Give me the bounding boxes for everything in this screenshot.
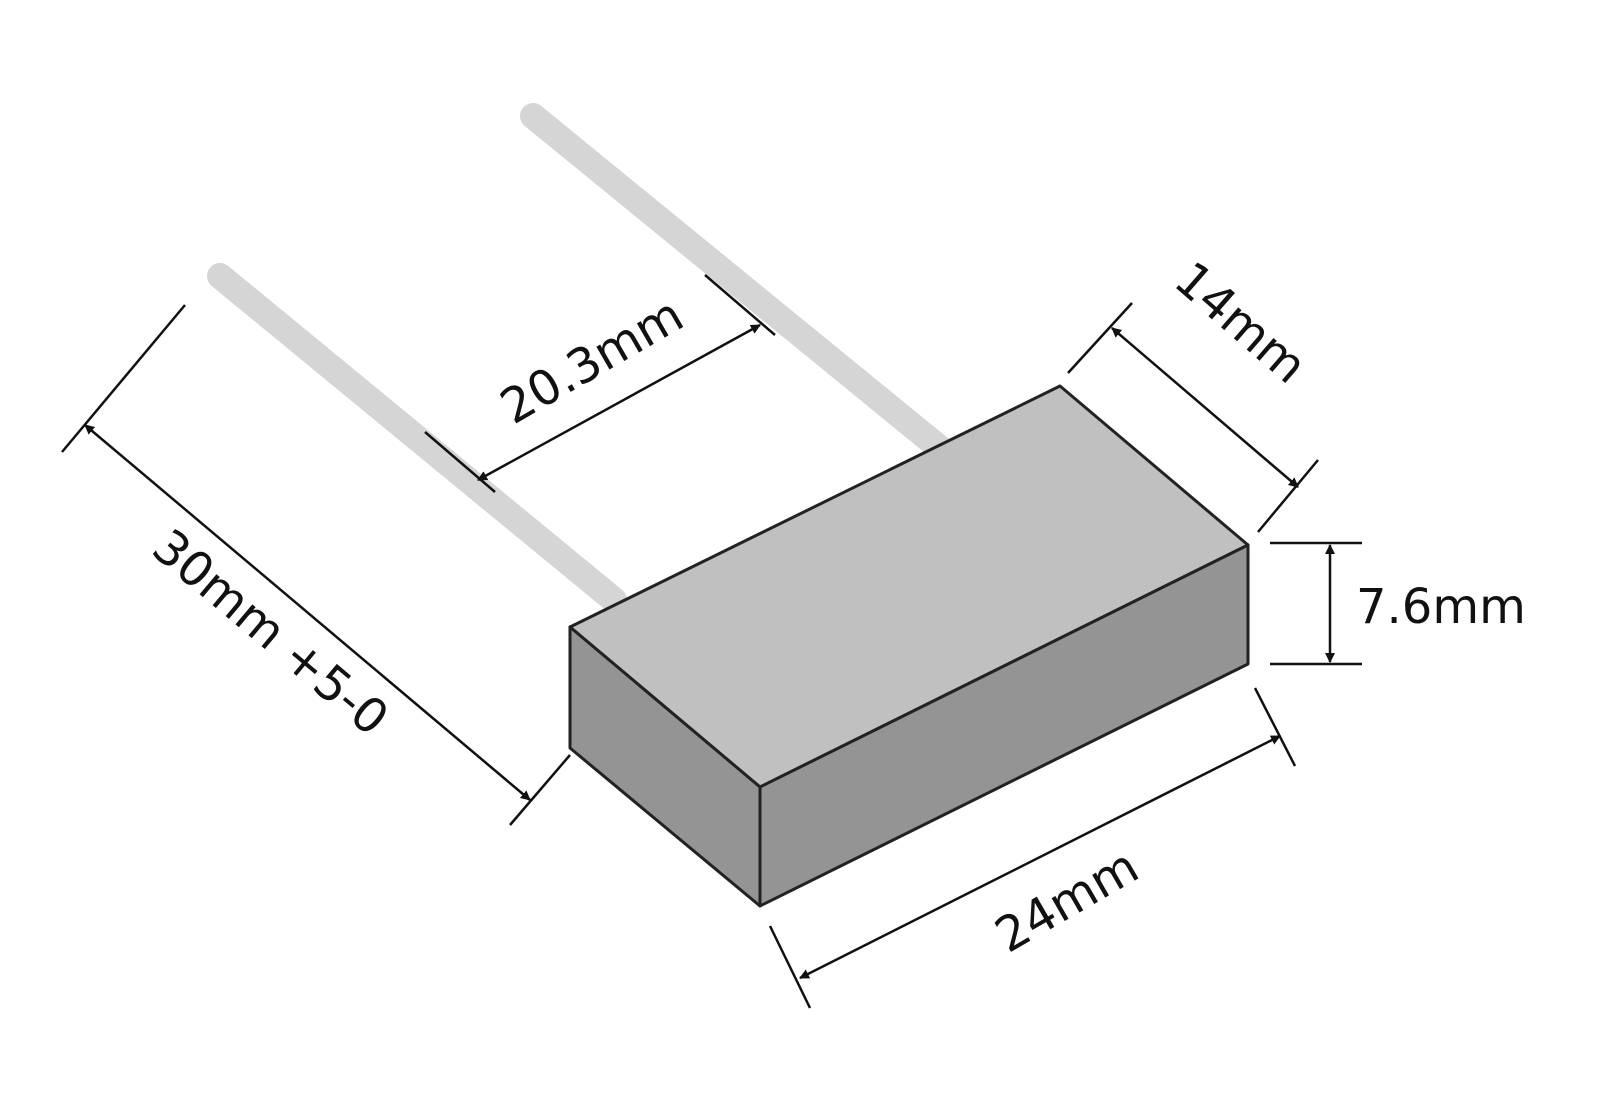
extension-line — [1067, 302, 1133, 374]
extension-line — [704, 274, 776, 336]
extension-line — [1257, 459, 1319, 533]
lead-spacing-label: 20.3mm — [491, 287, 693, 436]
extension-line — [768, 925, 812, 1009]
dimension-arrow — [1111, 327, 1299, 488]
extension-line — [1253, 687, 1297, 767]
dimension-arrow — [799, 734, 1281, 980]
dimension-arrow — [84, 424, 531, 801]
extension-line — [61, 304, 186, 453]
height-dimension: 7.6mm — [1270, 541, 1526, 666]
dimension-arrow — [477, 323, 761, 482]
lead-length-dimension: 30mm +5-0 — [61, 304, 571, 826]
height-label: 7.6mm — [1356, 579, 1526, 635]
length-label: 24mm — [986, 838, 1148, 964]
extension-line — [509, 754, 571, 826]
lead-length-label: 30mm +5-0 — [142, 519, 399, 747]
width-label: 14mm — [1164, 251, 1317, 395]
back-lead — [520, 103, 955, 463]
extension-line — [424, 431, 496, 493]
lead-spacing-dimension: 20.3mm — [424, 274, 776, 493]
